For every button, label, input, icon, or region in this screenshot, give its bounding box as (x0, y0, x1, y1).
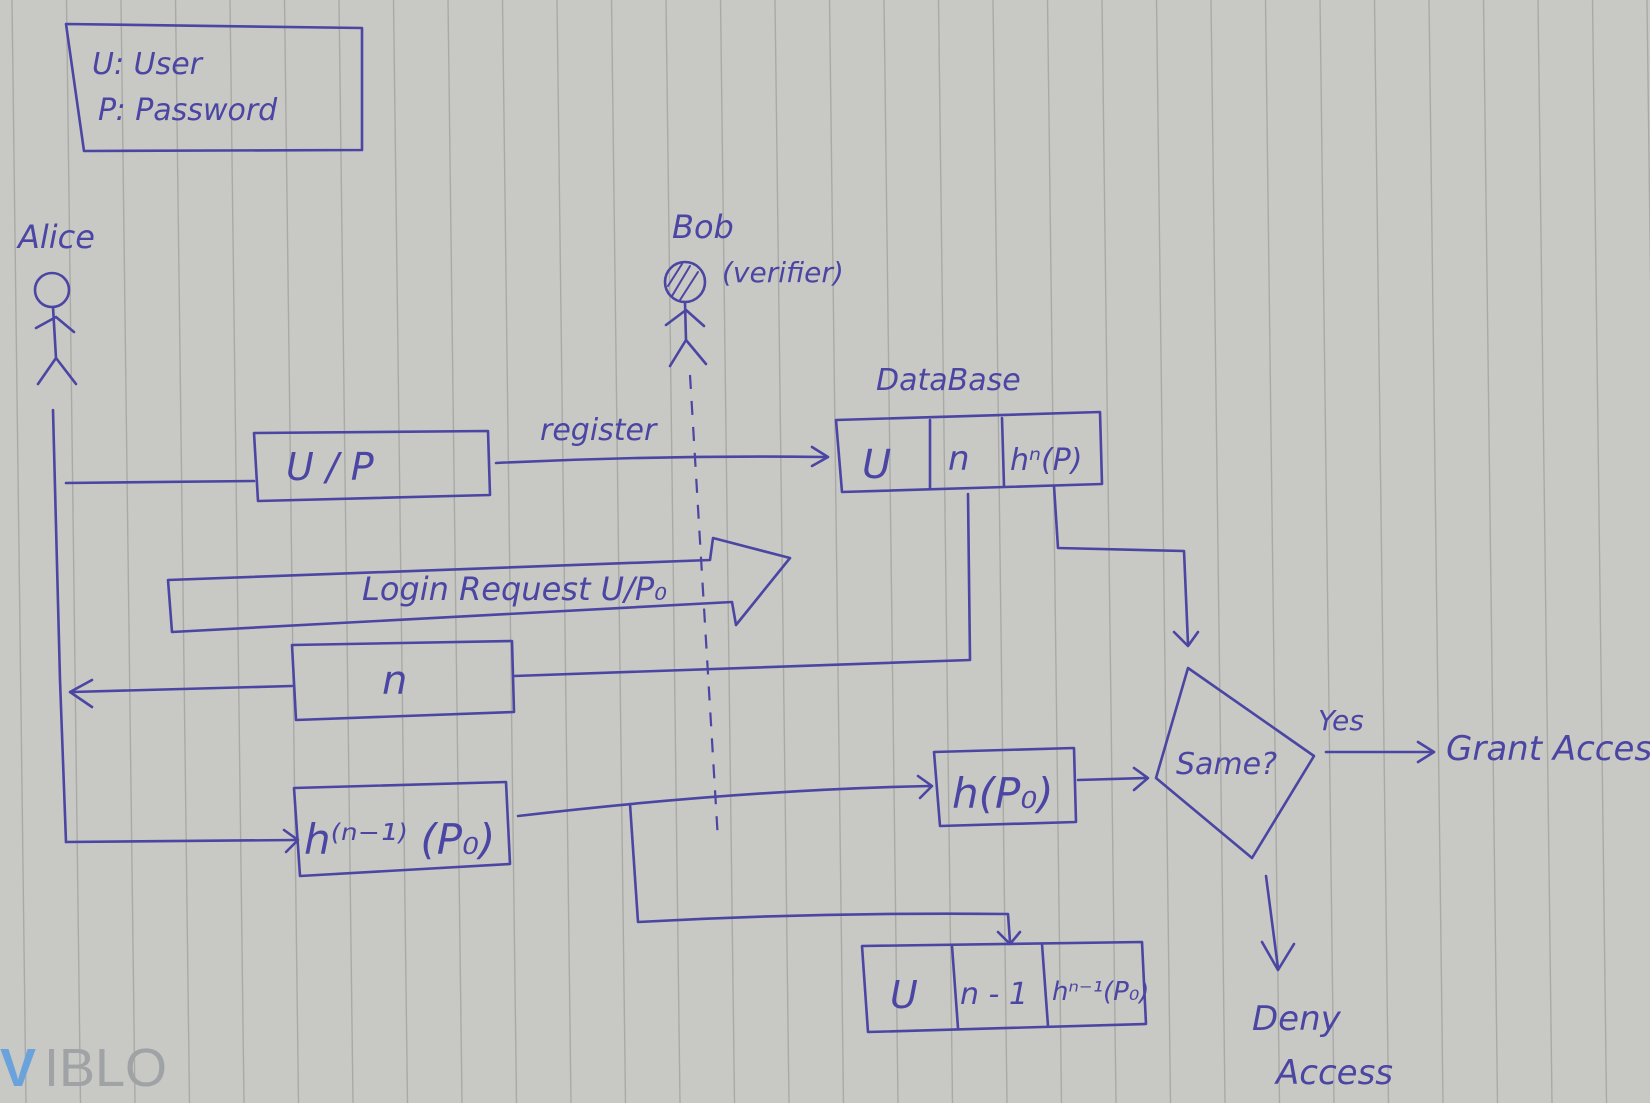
bob-lifeline (688, 374, 720, 841)
stick-figure-icon (33, 271, 78, 386)
ruling-line (11, 0, 27, 1103)
ruling-line (1319, 0, 1335, 1103)
hash-chain-message: h⁽ⁿ⁻¹⁾ (P₀) (64, 774, 1022, 946)
database-label: DataBase (876, 363, 1021, 398)
ruling-line (1646, 0, 1650, 292)
ruling-line (992, 0, 1008, 1103)
db-field-user: U (862, 442, 891, 488)
db-updated-field-user: U (890, 973, 918, 1017)
ruling-line (883, 0, 899, 1103)
login-request-arrow: Login Request U/P₀ (166, 536, 792, 634)
arrow-head-icon (68, 678, 94, 709)
register-message: U / P register (64, 413, 830, 503)
decision-diamond[interactable]: Same? Yes Grant Access Deny Access (1154, 666, 1650, 1093)
ruling-line (937, 0, 954, 1103)
legend-box: U: User P: Password (64, 22, 364, 153)
arrow-head-icon (916, 774, 934, 800)
ruling-line (556, 0, 572, 1103)
ruling-line (1210, 0, 1226, 1103)
ruling-line (774, 0, 790, 1103)
watermark-v: V (0, 1038, 36, 1098)
stick-figure-hatched-icon (663, 260, 708, 368)
bob-label: Bob (672, 208, 734, 246)
ruling-line (283, 0, 300, 1103)
legend-user: U: User (92, 47, 204, 82)
ruling-line (1046, 0, 1063, 1103)
nonce-box-text: n (382, 658, 407, 704)
hash-box: h(P₀) (932, 746, 1150, 828)
ruling-line (610, 0, 627, 1103)
register-label: register (540, 413, 658, 448)
ruling-line (501, 0, 518, 1103)
ruling-line (1428, 0, 1444, 1103)
actor-bob: Bob (verifier) (663, 208, 844, 841)
ruling-line (174, 0, 191, 1103)
arrow-head-icon (1260, 940, 1296, 972)
deny-label-line1: Deny (1252, 999, 1342, 1039)
deny-label-line2: Access (1274, 1053, 1393, 1093)
hash-chain-box-text: h⁽ⁿ⁻¹⁾ (P₀) (304, 815, 495, 864)
ruling-line (338, 0, 354, 1103)
ruling-line (447, 0, 463, 1103)
db-updated-field-counter: n - 1 (960, 977, 1028, 1012)
bob-role-label: (verifier) (722, 256, 844, 289)
legend-password: P: Password (98, 93, 278, 128)
nonce-message: n (68, 492, 972, 722)
decision-question: Same? (1176, 747, 1277, 782)
yes-label: Yes (1318, 704, 1364, 737)
ruling-line (828, 0, 845, 1103)
ruling-line (1373, 0, 1390, 1103)
ruling-line (1264, 0, 1281, 1103)
database-record-updated[interactable]: U n - 1 hⁿ⁻¹(P₀) (860, 940, 1149, 1034)
ruling-line (1482, 0, 1499, 1103)
arrow-head-icon (1132, 766, 1150, 792)
register-box-text: U / P (286, 445, 374, 489)
ruling-line (229, 0, 245, 1103)
ruling-line (1537, 0, 1553, 1103)
ruling-line (392, 0, 409, 1103)
arrow-head-icon (810, 445, 830, 468)
db-field-hash: hⁿ(P) (1010, 443, 1082, 478)
alice-lifeline (51, 408, 68, 844)
ruling-line (65, 0, 82, 1103)
grant-access-label: Grant Access (1446, 729, 1650, 769)
database-record[interactable]: DataBase U n hⁿ(P) (834, 363, 1104, 494)
db-field-counter: n (948, 439, 970, 479)
viblo-watermark-logo: V IBLO (0, 1038, 167, 1098)
arrow-head-icon (1416, 740, 1436, 764)
arrow-head-icon (1172, 630, 1200, 648)
alice-label: Alice (16, 218, 95, 256)
ruling-line (1101, 0, 1117, 1103)
login-request-label: Login Request U/P₀ (362, 570, 667, 608)
actor-alice: Alice (16, 218, 95, 844)
hash-box-text: h(P₀) (952, 769, 1054, 818)
watermark-text: IBLO (44, 1038, 167, 1098)
ruling-line (719, 0, 736, 1103)
ruling-line (1591, 0, 1608, 1103)
ruling-line (665, 0, 681, 1103)
paper-ruling (11, 0, 1650, 1103)
ruling-line (120, 0, 136, 1103)
db-updated-field-hash: hⁿ⁻¹(P₀) (1052, 977, 1149, 1007)
db-to-decision-connector (1052, 484, 1190, 646)
